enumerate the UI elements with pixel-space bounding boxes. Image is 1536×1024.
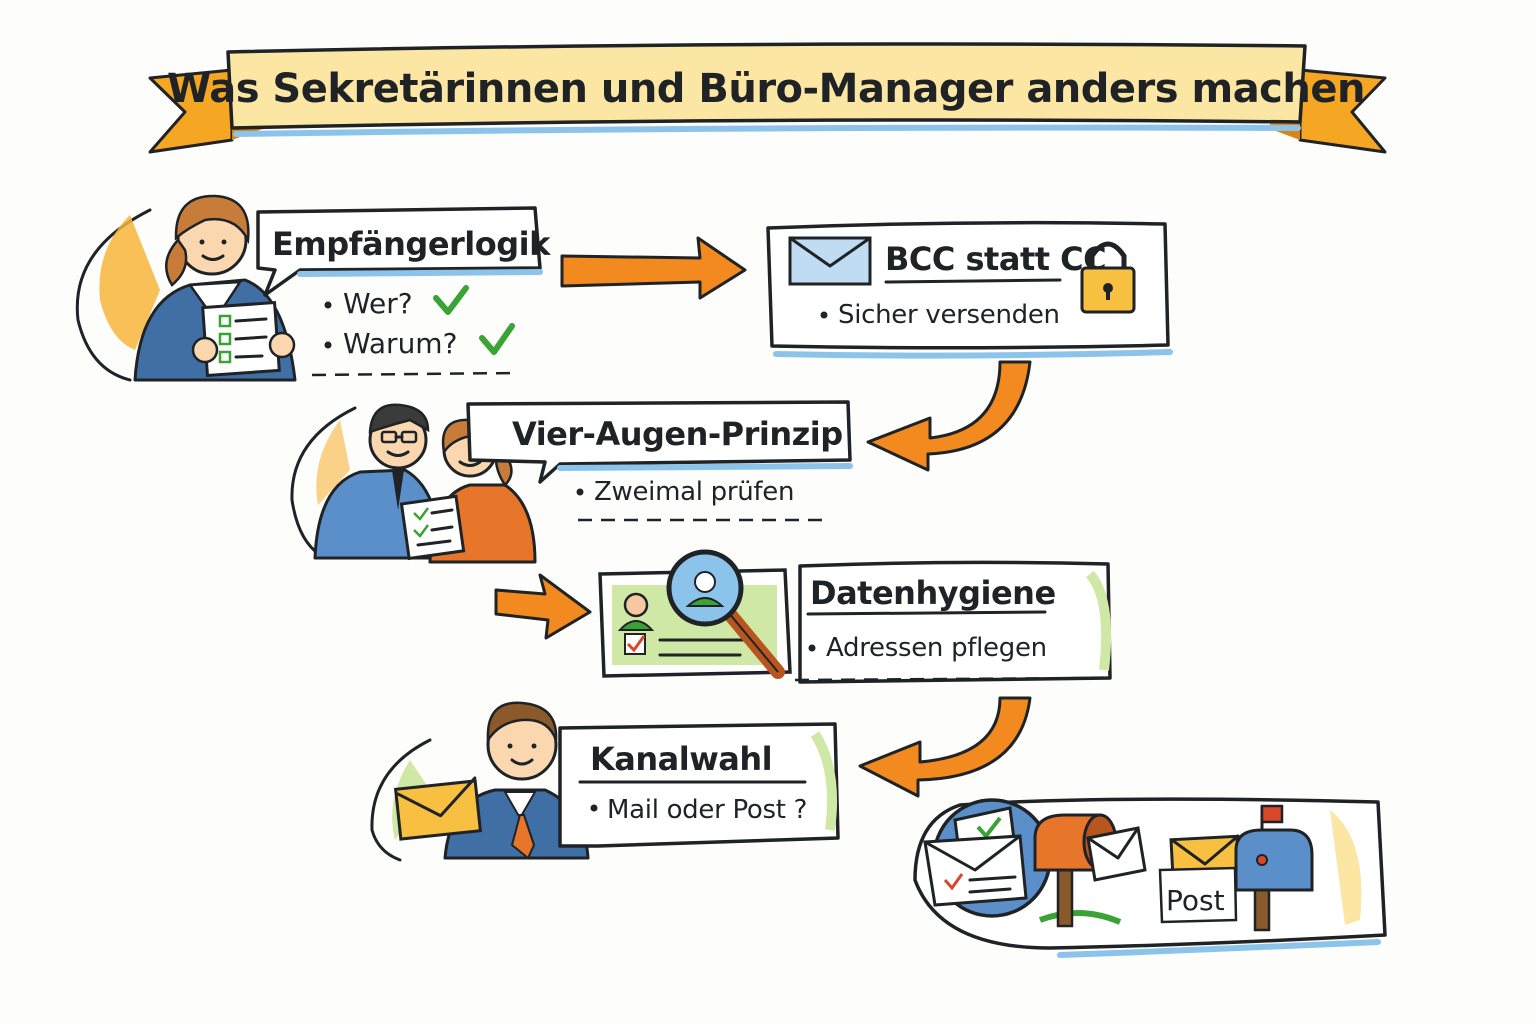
- email-globe-icon: [923, 798, 1052, 918]
- step-bcc: BCC statt CC Sicher versenden: [766, 220, 1173, 359]
- step-heading-bcc: BCC statt CC: [885, 240, 1106, 278]
- magnifier-icon: [666, 549, 785, 679]
- bullet-wer: Wer?: [343, 287, 413, 320]
- mailbox-icon: [1033, 813, 1147, 928]
- bullet-adressen-pflegen: Adressen pflegen: [826, 633, 1047, 663]
- man-with-envelope-icon: [393, 701, 590, 860]
- bullet-warum: Warum?: [343, 327, 457, 360]
- envelope-icon: [393, 776, 483, 841]
- flow-arrow: [560, 236, 747, 300]
- step-heading-empfaengerlogik: Empfängerlogik: [272, 225, 551, 263]
- bullet-mail-oder-post: Mail oder Post ?: [607, 795, 807, 825]
- step-heading-vier-augen: Vier-Augen-Prinzip: [512, 415, 843, 453]
- step-vier-augen: Vier-Augen-Prinzip Zweimal prüfen: [290, 400, 853, 564]
- bullet-zweimal-pruefen: Zweimal prüfen: [594, 477, 794, 507]
- check-icon: [433, 285, 469, 315]
- step-heading-kanalwahl: Kanalwahl: [590, 740, 772, 778]
- title-banner: Was Sekretärinnen und Büro-Manager ander…: [148, 42, 1387, 154]
- woman-with-checklist-icon: [133, 194, 297, 382]
- step-empfaengerlogik: Empfängerlogik Wer? Warum?: [75, 194, 552, 382]
- bullet-sicher-versenden: Sicher versenden: [838, 300, 1060, 330]
- flow-arrow-curved: [858, 696, 1032, 798]
- flow-arrow-curved: [866, 360, 1032, 472]
- step-post: Post: [913, 797, 1387, 958]
- padlock-icon: [1080, 241, 1136, 314]
- post-label: Post: [1166, 884, 1225, 917]
- step-kanalwahl: Kanalwahl Mail oder Post ?: [370, 701, 840, 862]
- page-title: Was Sekretärinnen und Büro-Manager ander…: [167, 66, 1365, 112]
- flow-arrow: [494, 573, 592, 640]
- step-datenhygiene: Datenhygiene Adressen pflegen: [598, 549, 1112, 684]
- envelope-icon: [788, 236, 872, 286]
- check-icon: [479, 323, 515, 355]
- step-heading-datenhygiene: Datenhygiene: [810, 574, 1056, 612]
